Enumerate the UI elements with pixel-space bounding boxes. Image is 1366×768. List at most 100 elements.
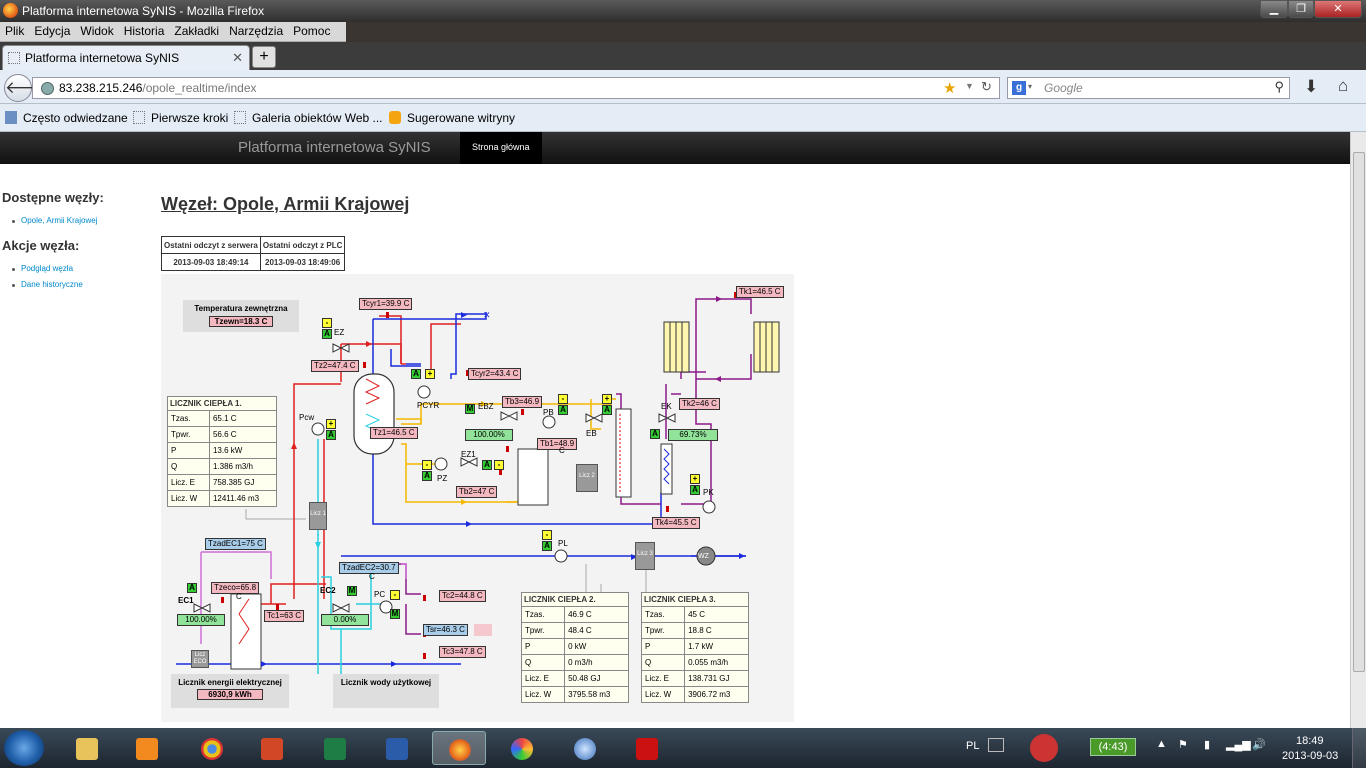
label-ec2: EC2 [320,586,336,595]
url-bar[interactable]: 83.238.215.246/opole_realtime/index ★ ▼ … [32,77,1000,99]
pl-auto-flag[interactable]: A [542,541,552,551]
home-icon[interactable]: ⌂ [1338,76,1349,95]
tray-expand-icon[interactable]: ▲ [1156,738,1167,750]
meter-cell: Licz. E [640,670,686,687]
pcyr-plus-flag[interactable]: + [425,369,435,379]
bookmark-star-icon[interactable]: ★ [943,80,957,97]
menu-narzedzia[interactable]: Narzędzia [229,24,284,38]
signal-icon[interactable]: ▂▄▆ [1226,739,1251,751]
pk-plus-flag[interactable]: + [690,474,700,484]
menu-edycja[interactable]: Edycja [34,24,71,38]
taskbar-thunderbird[interactable] [558,731,612,765]
menu-plik[interactable]: Plik [5,24,25,38]
pk-auto-flag[interactable]: A [690,485,700,495]
tab-synis[interactable]: Platforma internetowa SyNIS ✕ [2,45,250,70]
ez1-auto-flag[interactable]: A [482,460,492,470]
bookmark-galeria[interactable]: Galeria obiektów Web ... [234,111,383,125]
google-icon[interactable]: g [1012,81,1026,95]
clock-date[interactable]: 2013-09-03 [1282,750,1339,762]
pipe-network: ✕ [176,292,780,674]
search-bar[interactable]: g ▾ Google ⚲ [1007,77,1290,99]
heat-exchanger-b [517,448,549,506]
show-desktop-button[interactable] [1352,728,1366,768]
pcw-auto-flag[interactable]: A [326,430,336,440]
page-icon [234,111,246,124]
engine-dropdown-icon[interactable]: ▾ [1028,82,1033,91]
ez-auto-flag[interactable]: A [322,329,332,339]
pcyr-auto-flag[interactable]: A [411,369,421,379]
meter-cell: 48.4 C [564,622,629,639]
heat-meter-3: LICZNIK CIEPŁA 3. Tzas.45 C Tpwr.18.8 C … [640,592,749,703]
battery-icon[interactable]: ▮ [1204,739,1211,751]
reload-icon[interactable]: ↻ [981,79,992,94]
taskbar-word[interactable] [370,731,424,765]
bookmark-sugerowane[interactable]: Sugerowane witryny [389,111,515,125]
pump-pcyr [417,385,431,399]
start-button[interactable] [4,730,44,766]
downloads-icon[interactable]: ⬇ [1304,77,1319,96]
taskbar-media-player[interactable] [120,731,174,765]
label-ebz: EBZ [478,402,494,411]
taskbar-explorer[interactable] [60,731,114,765]
new-tab-button[interactable]: + [252,46,276,68]
notification-app-icon[interactable] [1030,734,1058,762]
back-button[interactable]: 🡐 [4,74,51,102]
maximize-button[interactable]: ❐ [1288,0,1314,18]
tab-close-icon[interactable]: ✕ [232,50,243,65]
taskbar-powerpoint[interactable] [245,731,299,765]
menu-zakladki[interactable]: Zakładki [174,24,220,38]
taskbar-app-green[interactable] [495,731,549,765]
pc-manual-flag[interactable]: M [390,609,400,619]
clock-time[interactable]: 18:49 [1296,735,1324,747]
pb-auto-flag[interactable]: A [558,405,568,415]
meter-cell: Tzas. [640,606,686,623]
menu-widok[interactable]: Widok [80,24,114,38]
page-scrollbar[interactable] [1350,132,1366,728]
history-dropdown-icon[interactable]: ▼ [965,81,974,91]
taskbar-excel[interactable] [308,731,362,765]
pcw-plus-flag[interactable]: + [326,419,336,429]
play-icon [136,738,158,760]
heat-meter-2: LICZNIK CIEPŁA 2. Tzas.46.9 C Tpwr.48.4 … [520,592,629,703]
ek-auto-flag[interactable]: A [650,429,660,439]
flag-icon[interactable]: ⚑ [1178,739,1188,751]
site-brand[interactable]: Platforma internetowa SyNIS [238,139,431,156]
menu-pomoc[interactable]: Pomoc [293,24,331,38]
label-pcyr: PCYR [417,401,440,410]
keyboard-icon[interactable] [988,738,1004,752]
eb-plus-flag[interactable]: + [602,394,612,404]
taskbar-acrobat[interactable] [620,731,674,765]
bookmark-czesto[interactable]: Często odwiedzane [5,111,128,125]
ez-minus-flag[interactable]: - [322,318,332,328]
scrollbar-thumb[interactable] [1353,152,1365,672]
pb-minus-flag[interactable]: - [558,394,568,404]
action-link-historyczne[interactable]: Dane historyczne [21,280,83,289]
pz-auto-flag[interactable]: A [422,471,432,481]
search-icon[interactable]: ⚲ [1274,79,1284,94]
ec1-auto-flag[interactable]: A [187,583,197,593]
meter-cell: 3795.58 m3 [564,686,629,703]
ez1-minus-flag[interactable]: - [494,460,504,470]
ebz-manual-flag[interactable]: M [465,404,475,414]
taskbar-firefox[interactable] [432,731,486,765]
minimize-button[interactable]: ▁ [1260,0,1288,18]
pc-minus-flag[interactable]: - [390,590,400,600]
close-button[interactable]: ✕ [1314,0,1362,18]
nav-home-link[interactable]: Strona główna [460,132,542,164]
volume-icon[interactable]: 🔊 [1252,739,1266,751]
ec2-manual-flag[interactable]: M [347,586,357,596]
pl-minus-flag[interactable]: - [542,530,552,540]
ec1-percent: 100.00% [177,614,225,626]
eb-auto-flag[interactable]: A [602,405,612,415]
pump-pk [702,500,716,514]
timer-badge[interactable]: (4:43) [1090,738,1136,756]
node-link-opole[interactable]: Opole, Armii Krajowej [21,216,98,225]
pz-minus-flag[interactable]: - [422,460,432,470]
url-path: /opole_realtime/index [142,81,257,95]
meter-cell: Tpwr. [520,622,566,639]
language-indicator[interactable]: PL [966,740,980,752]
taskbar-chrome[interactable] [185,731,239,765]
action-link-podglad[interactable]: Podgląd węzła [21,264,74,273]
bookmark-pierwsze[interactable]: Pierwsze kroki [133,111,228,125]
menu-historia[interactable]: Historia [123,24,165,38]
